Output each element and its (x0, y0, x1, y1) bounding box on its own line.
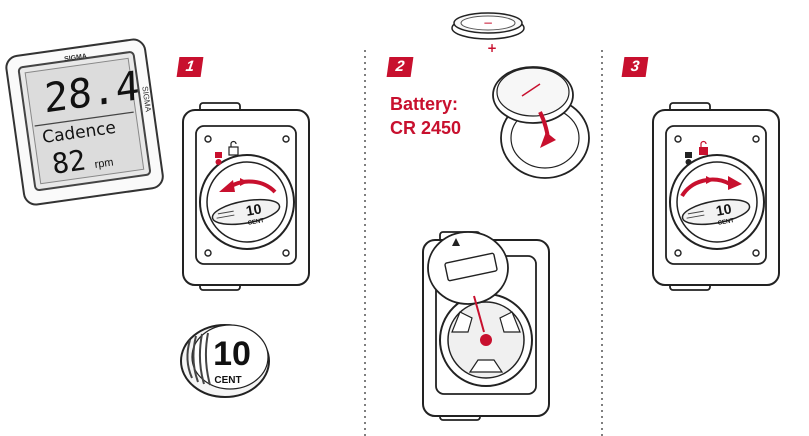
display-divider (34, 111, 134, 127)
step1-coin-value: 10 (245, 200, 263, 218)
step1-rotate-arrow (219, 179, 277, 194)
step3-rotate-arrow (680, 176, 742, 198)
battery-plus-symbol: + (487, 41, 497, 55)
device-brand-text: SIGMA (64, 53, 88, 63)
device-cadence-unit: rpm (94, 156, 114, 171)
bike-computer-device: SIGMA 28.4 Cadence 82 rpm SIGMA (5, 38, 164, 206)
step2-device-open (422, 231, 550, 421)
step-badge-3: 3 (621, 57, 649, 77)
step1-coin-unit: CENT (247, 218, 264, 227)
battery-minus-symbol: − (483, 16, 493, 30)
step3-coin-in-slot: 10 CENT (681, 198, 751, 227)
step3-device-back (652, 102, 780, 291)
step1-lock-icons (215, 140, 239, 165)
step-badge-2: 2 (386, 57, 414, 77)
coin-unit: CENT (214, 375, 241, 386)
coin-illustration: 10 CENT (180, 324, 270, 398)
step1-device-back (182, 102, 310, 291)
step3-coin-value: 10 (715, 200, 733, 218)
coin-value: 10 (213, 335, 251, 373)
step-badge-1: 1 (176, 57, 204, 77)
step1-coin-in-slot: 10 CENT (211, 198, 281, 227)
device-side-label: SIGMA (140, 86, 153, 113)
battery-label: Battery: (390, 94, 459, 114)
battery-cover-and-cell (492, 66, 590, 179)
device-cadence-value: 82 (50, 143, 88, 180)
step3-lock-icons (685, 140, 708, 165)
battery-model: CR 2450 (390, 118, 462, 138)
battery-top-view: − + (451, 12, 525, 55)
step3-coin-unit: CENT (717, 218, 734, 227)
